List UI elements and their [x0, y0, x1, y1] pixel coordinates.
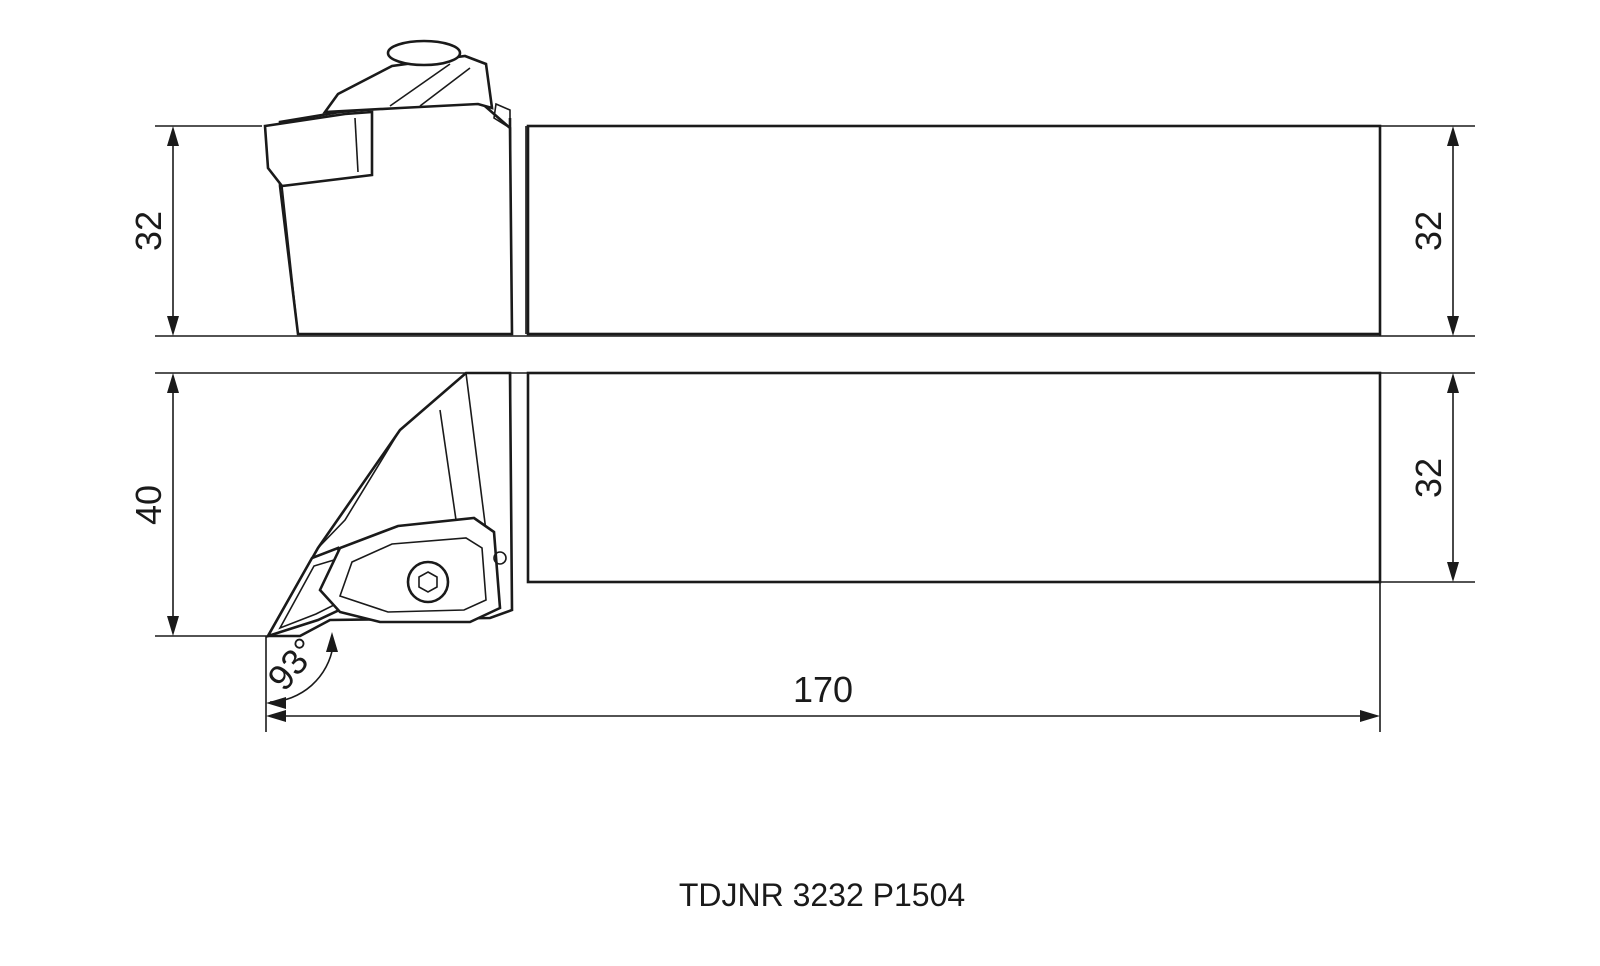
top-left-arrow-up — [167, 126, 179, 146]
side-left-arrow-down — [167, 616, 179, 636]
angle-label: 93° — [259, 630, 325, 698]
angle-arrow-up — [326, 632, 338, 652]
top-left-height-label: 32 — [128, 211, 169, 251]
top-clamp-hatch-2 — [419, 67, 471, 107]
top-right-arrow-down — [1447, 316, 1459, 336]
top-view: 32 32 — [128, 39, 1475, 337]
top-left-arrow-down — [167, 316, 179, 336]
side-head-facet — [439, 409, 457, 521]
top-shank — [526, 124, 1382, 336]
side-right-arrow-down — [1447, 562, 1459, 582]
hex-socket-icon — [418, 571, 438, 593]
top-clamp-screw — [386, 39, 462, 67]
length-arrow-right — [1360, 710, 1380, 722]
length-arrow-left — [266, 710, 286, 722]
top-insert-line — [354, 117, 359, 173]
side-left-arrow-up — [167, 373, 179, 393]
top-insert-block — [263, 110, 374, 188]
side-screw-head — [406, 560, 450, 604]
angle-arrow-left — [266, 697, 286, 709]
side-right-arrow-up — [1447, 373, 1459, 393]
top-head-edge — [281, 185, 299, 335]
side-left-height-label: 40 — [128, 485, 169, 525]
part-number: TDJNR 3232 P1504 — [679, 877, 965, 913]
top-right-arrow-up — [1447, 126, 1459, 146]
top-right-height-label: 32 — [1408, 211, 1449, 251]
top-clamp — [322, 54, 494, 114]
length-label: 170 — [793, 669, 853, 710]
side-clamp — [318, 516, 502, 624]
side-clamp-pin — [493, 551, 507, 565]
top-clamp-hatch-1 — [389, 63, 451, 107]
side-right-height-label: 32 — [1408, 458, 1449, 498]
top-clamp-tab — [493, 102, 511, 130]
side-shank — [526, 371, 1382, 584]
side-head-chamfer — [317, 429, 401, 549]
side-view: 40 32 93° 170 — [128, 371, 1475, 732]
side-clamp-inner — [338, 537, 487, 613]
